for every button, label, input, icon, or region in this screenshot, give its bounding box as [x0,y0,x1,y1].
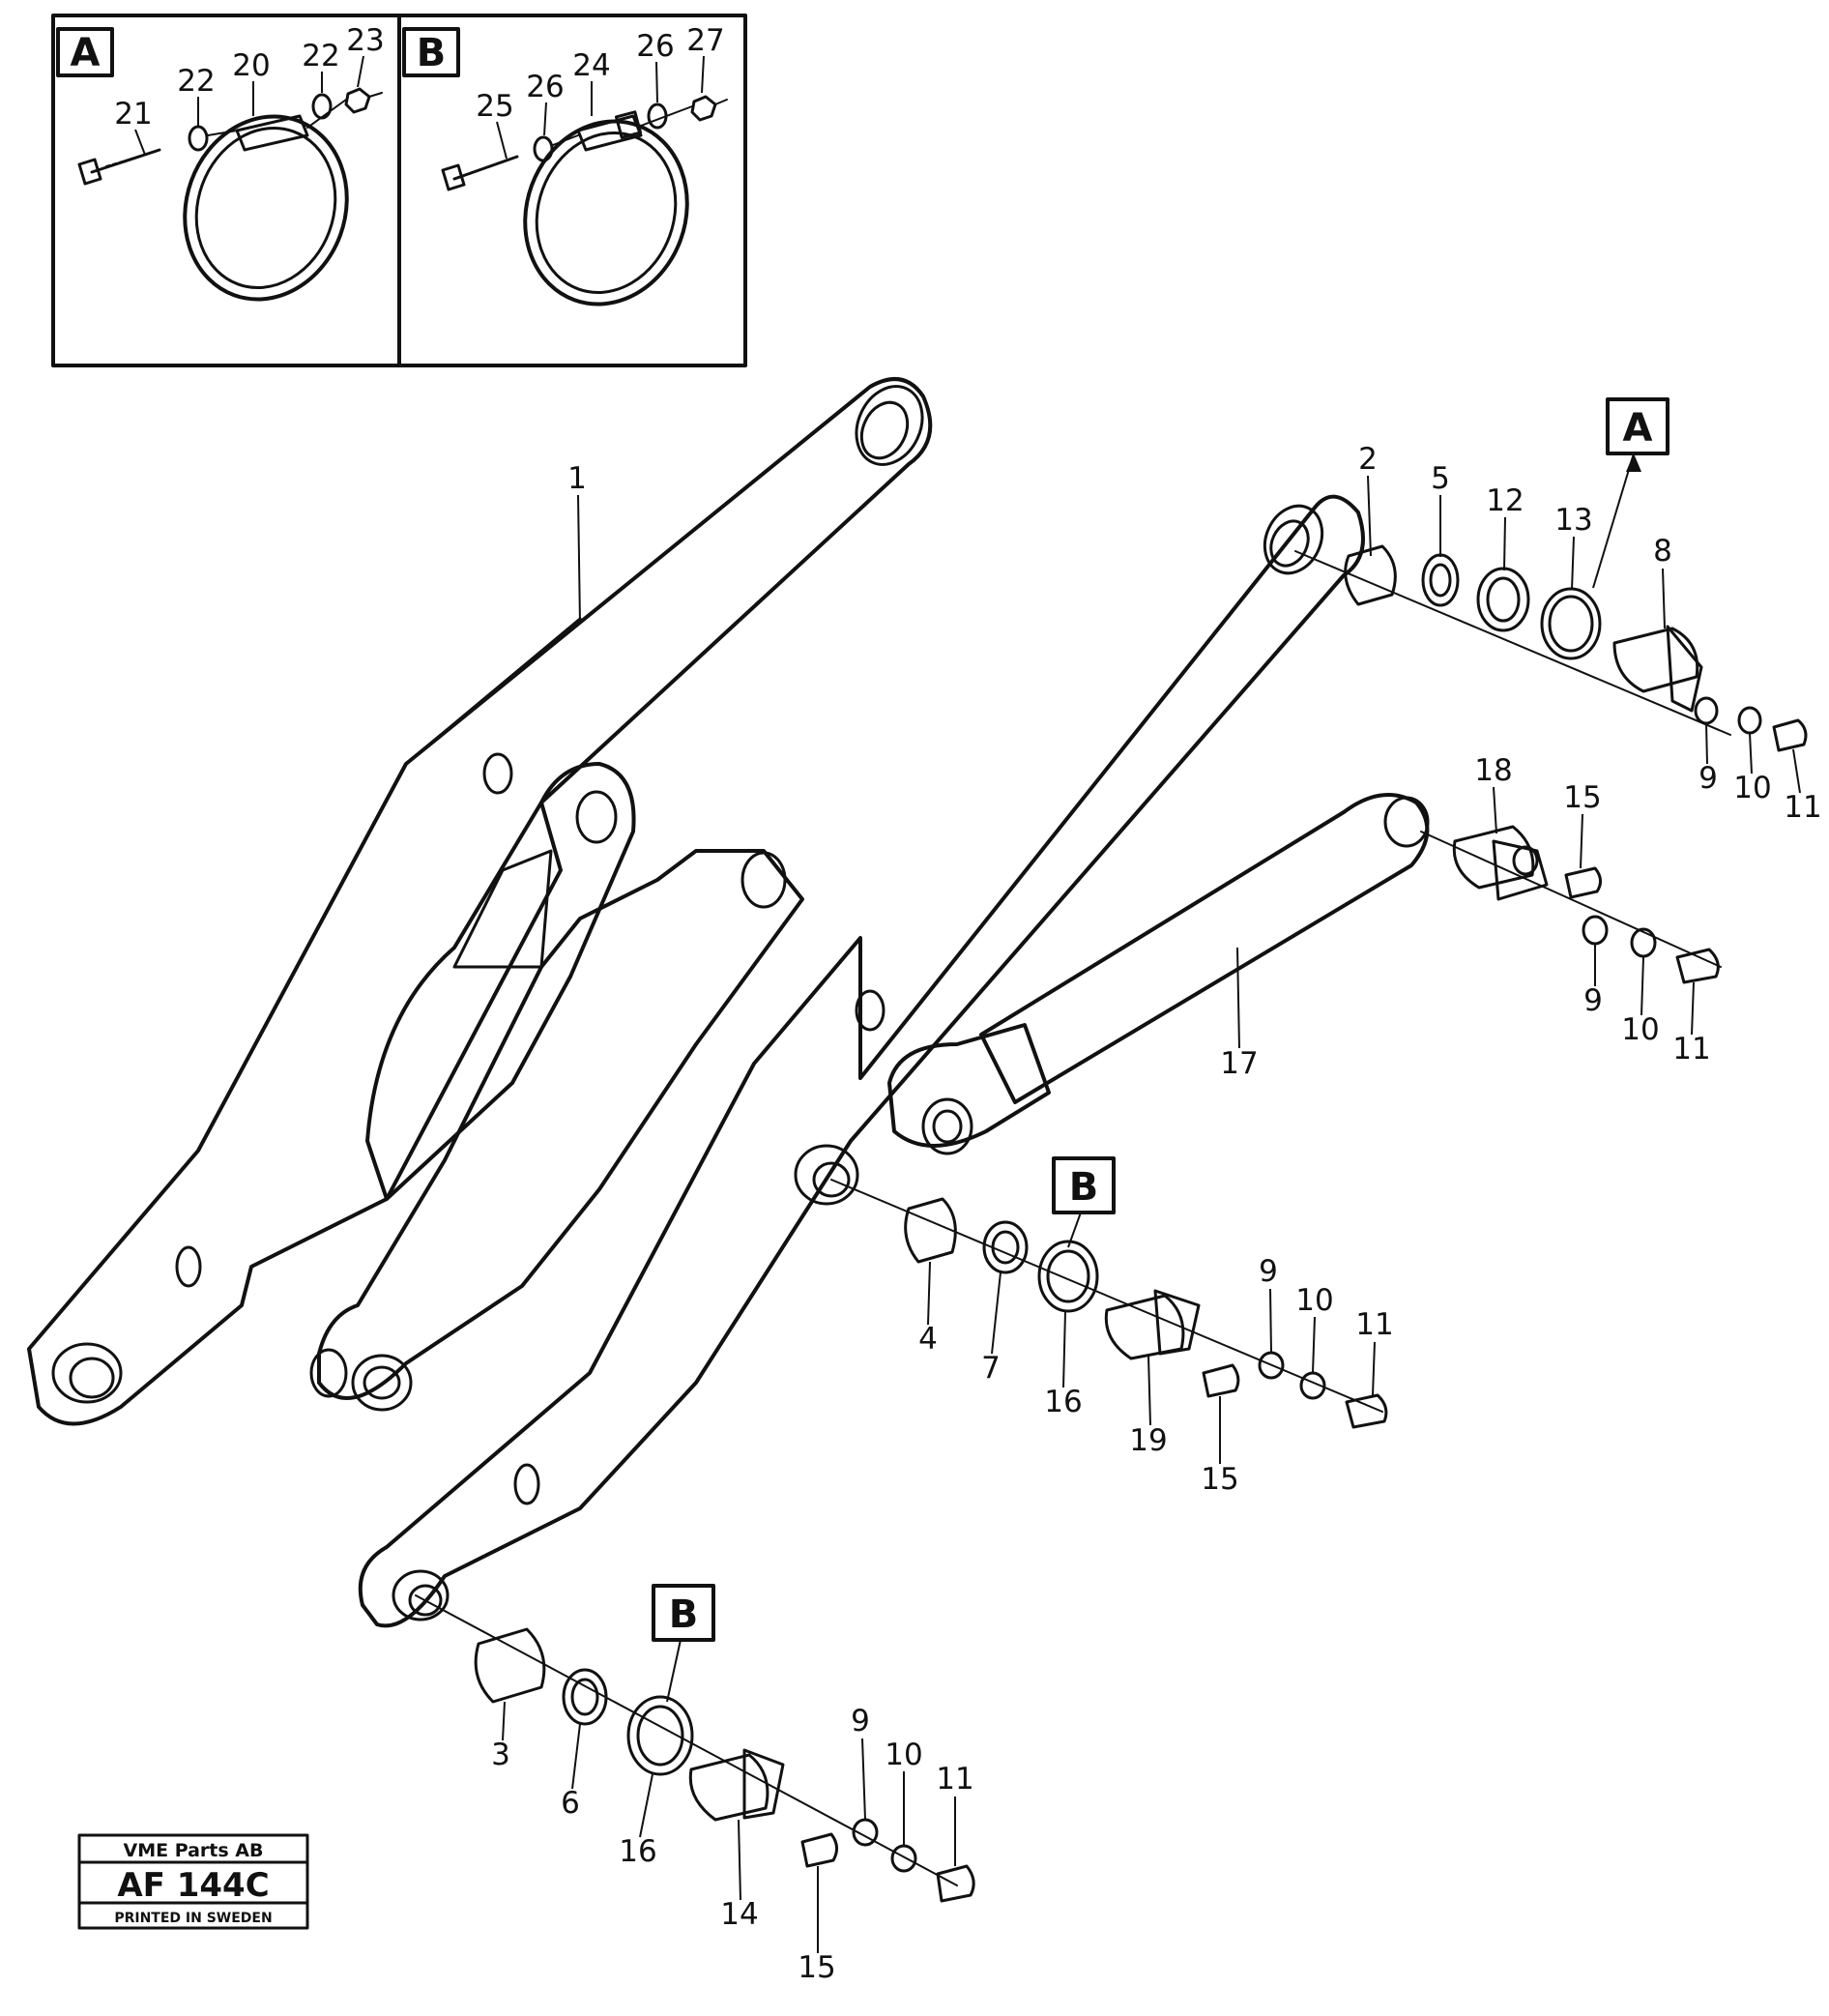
detail-ref-a-letter: A [1623,406,1653,451]
callout-19: 19 [1129,1423,1167,1458]
callout-6: 6 [561,1786,580,1821]
callout-22: 22 [302,39,339,73]
lift-arm-front [358,494,1365,1628]
callout-11: 11 [1672,1032,1710,1066]
inset-b-letter: B [417,31,447,75]
detail-ref-a: A [1592,397,1669,589]
callout-14: 14 [720,1897,758,1932]
callout-15: 15 [1563,780,1601,815]
callout-16: 16 [619,1834,656,1869]
detail-ref-b-middle: B [1052,1156,1116,1248]
title-stamp: VME Parts AB AF 144C PRINTED IN SWEDEN [77,1833,309,1930]
callout-11: 11 [1784,790,1821,825]
stamp-company: VME Parts AB [123,1840,263,1861]
inset-b-callouts: 25 26 24 26 27 [476,23,725,160]
callout-20: 20 [232,48,270,83]
callout-16: 16 [1044,1385,1082,1419]
callout-8: 8 [1653,534,1672,569]
callout-9: 9 [851,1704,870,1738]
callout-24: 24 [572,48,610,83]
detail-ref-b-lower: B [652,1584,715,1703]
callout-2: 2 [1358,442,1378,477]
callout-1: 1 [567,461,587,496]
inset-a-callouts: 21 22 20 22 23 [114,23,385,156]
callout-17: 17 [1220,1046,1258,1081]
callout-10: 10 [1295,1283,1333,1318]
callout-9: 9 [1259,1254,1278,1289]
cylinder-pin-assembly [1420,825,1722,984]
callout-22: 22 [177,64,215,99]
callout-5: 5 [1431,461,1450,496]
bellcrank-link [309,762,804,1412]
main-callouts: 1 2 5 12 13 8 9 10 11 18 15 9 10 11 17 4… [491,442,1822,1985]
callout-18: 18 [1474,753,1512,788]
lift-arm-1 [27,377,933,1426]
callout-15: 15 [798,1950,835,1985]
detail-ref-b-lower-letter: B [669,1592,699,1637]
callout-21: 21 [114,97,152,131]
callout-26: 26 [636,29,674,64]
callout-9: 9 [1583,983,1603,1018]
callout-11: 11 [936,1762,973,1797]
callout-15: 15 [1201,1462,1238,1497]
stamp-code: AF 144C [117,1866,269,1905]
stamp-printed: PRINTED IN SWEDEN [114,1911,272,1926]
callout-25: 25 [476,89,513,124]
callout-10: 10 [1733,771,1771,805]
callout-12: 12 [1486,483,1524,518]
callout-23: 23 [346,23,384,58]
callout-3: 3 [491,1738,510,1772]
callout-9: 9 [1698,761,1718,796]
callout-4: 4 [918,1322,938,1357]
inset-a-letter: A [71,31,101,75]
callout-13: 13 [1554,503,1592,538]
hydraulic-cylinder [887,793,1430,1155]
callout-7: 7 [981,1351,1001,1386]
detail-ref-b-middle-letter: B [1069,1165,1099,1210]
callout-26: 26 [526,70,564,104]
callout-11: 11 [1355,1307,1393,1342]
callout-10: 10 [885,1738,922,1772]
inset-a: A 21 22 20 22 23 [51,14,401,367]
upper-pin-assembly [1294,544,1808,752]
callout-10: 10 [1621,1012,1659,1047]
callout-27: 27 [686,23,724,58]
inset-b: B 25 26 24 26 27 [397,14,747,367]
